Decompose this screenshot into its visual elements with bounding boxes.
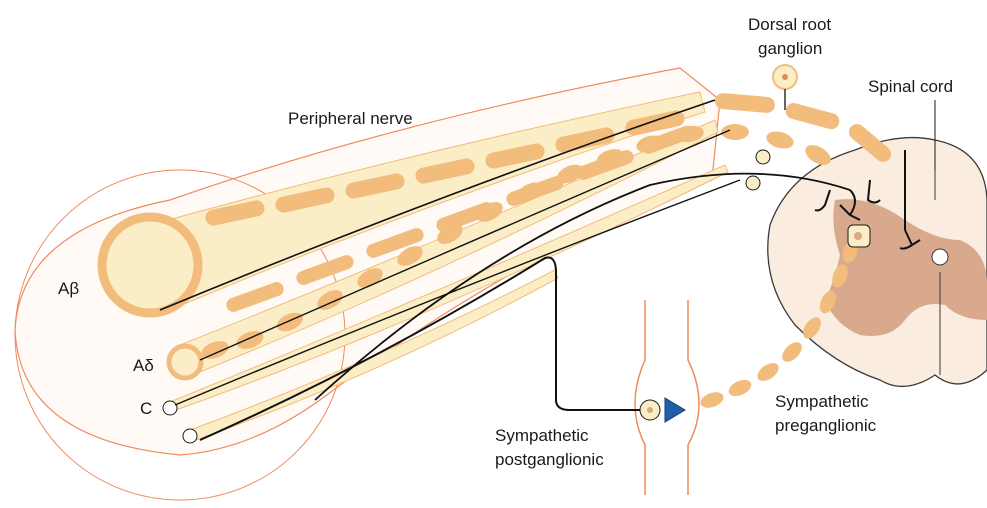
sympathetic-preganglionic-label-line1: Sympathetic xyxy=(775,392,869,411)
sympathetic-postganglionic-label-line1: Sympathetic xyxy=(495,426,589,445)
dorsal-root-ganglion-nucleus xyxy=(782,74,788,80)
sympathetic-ganglion-right-wall xyxy=(688,300,699,495)
dorsal-root-ganglion-label-line1: Dorsal root xyxy=(748,15,831,34)
sympathetic-ganglion-left-wall xyxy=(635,300,645,495)
central-canal xyxy=(932,249,948,265)
a-delta-cross-section xyxy=(169,346,201,378)
sympathetic-postganglionic-label-line2: postganglionic xyxy=(495,450,604,469)
sympathetic-preganglionic-label-line2: preganglionic xyxy=(775,416,877,435)
sympathetic-ganglion-nucleus xyxy=(647,407,653,413)
a-beta-cross-section xyxy=(102,217,198,313)
c-fiber-ganglion-cell xyxy=(746,176,760,190)
lateral-horn-neuron-nucleus xyxy=(854,232,862,240)
c-fiber-cross-section xyxy=(163,401,177,415)
a-beta-label: Aβ xyxy=(58,279,79,298)
postganglionic-cross-section xyxy=(183,429,197,443)
a-delta-ganglion-cell xyxy=(756,150,770,164)
synapse-triangle xyxy=(665,398,685,422)
dorsal-root-ganglion-label-line2: ganglion xyxy=(758,39,822,58)
spinal-cord-label: Spinal cord xyxy=(868,77,953,96)
peripheral-nerve-label: Peripheral nerve xyxy=(288,109,413,128)
a-delta-label: Aδ xyxy=(133,356,154,375)
c-fiber-label: C xyxy=(140,399,152,418)
